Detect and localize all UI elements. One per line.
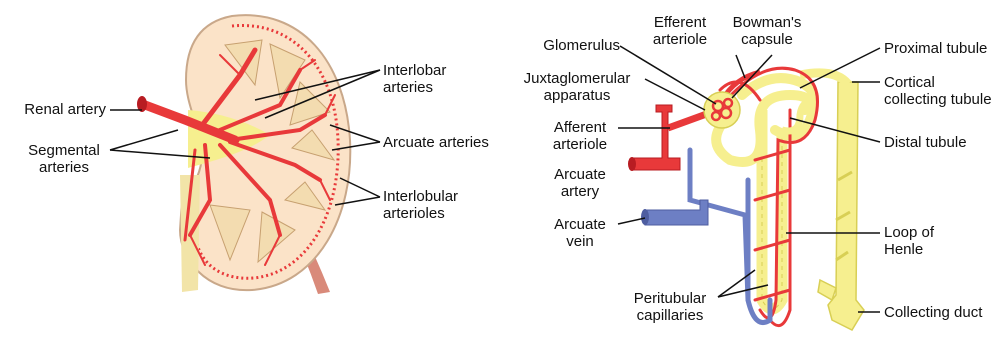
label-renal-artery: Renal artery	[6, 101, 106, 118]
label-segmental-line2: arteries	[14, 159, 114, 176]
label-peritubular-capillaries: Peritubular capillaries	[620, 290, 720, 324]
label-interlobar-line2: arteries	[383, 79, 446, 96]
label-segmental-line1: Segmental	[14, 142, 114, 159]
label-peritubular-line1: Peritubular	[620, 290, 720, 307]
label-cortical-line2: collecting tubule	[884, 91, 992, 108]
label-efferent-arteriole: Efferent arteriole	[640, 14, 720, 48]
label-arcuate-vein: Arcuate vein	[544, 216, 616, 250]
label-bowmans-capsule: Bowman's capsule	[722, 14, 812, 48]
label-interlobar-arteries: Interlobar arteries	[383, 62, 446, 96]
label-arcuate-artery-line1: Arcuate	[544, 166, 616, 183]
label-loop-line2: Henle	[884, 241, 934, 258]
arcuate-artery-shape	[632, 105, 680, 170]
label-juxtaglomerular-apparatus: Juxtaglomerular apparatus	[512, 70, 642, 104]
label-afferent-line2: arteriole	[544, 136, 616, 153]
label-interlobar-line1: Interlobar	[383, 62, 446, 79]
label-afferent-line1: Afferent	[544, 119, 616, 136]
label-proximal-tubule: Proximal tubule	[884, 40, 987, 57]
label-interlobular-line2: arterioles	[383, 205, 458, 222]
label-jg-line2: apparatus	[512, 87, 642, 104]
label-arcuate-artery: Arcuate artery	[544, 166, 616, 200]
label-arcuate-arteries: Arcuate arteries	[383, 134, 489, 151]
label-peritubular-line2: capillaries	[620, 307, 720, 324]
label-distal-tubule: Distal tubule	[884, 134, 967, 151]
label-cortical-collecting-tubule: Cortical collecting tubule	[884, 74, 992, 108]
label-afferent-arteriole: Afferent arteriole	[544, 119, 616, 153]
label-bowman-line2: capsule	[722, 31, 812, 48]
label-loop-line1: Loop of	[884, 224, 934, 241]
label-efferent-line2: arteriole	[640, 31, 720, 48]
label-interlobular-arterioles: Interlobular arterioles	[383, 188, 458, 222]
label-cortical-line1: Cortical	[884, 74, 992, 91]
label-interlobular-line1: Interlobular	[383, 188, 458, 205]
label-segmental-arteries: Segmental arteries	[14, 142, 114, 176]
label-efferent-line1: Efferent	[640, 14, 720, 31]
label-arcuate-vein-line2: vein	[544, 233, 616, 250]
label-glomerulus: Glomerulus	[520, 37, 620, 54]
label-arcuate-artery-line2: artery	[544, 183, 616, 200]
label-bowman-line1: Bowman's	[722, 14, 812, 31]
label-arcuate-vein-line1: Arcuate	[544, 216, 616, 233]
label-loop-of-henle: Loop of Henle	[884, 224, 934, 258]
label-collecting-duct: Collecting duct	[884, 304, 982, 321]
label-jg-line1: Juxtaglomerular	[512, 70, 642, 87]
